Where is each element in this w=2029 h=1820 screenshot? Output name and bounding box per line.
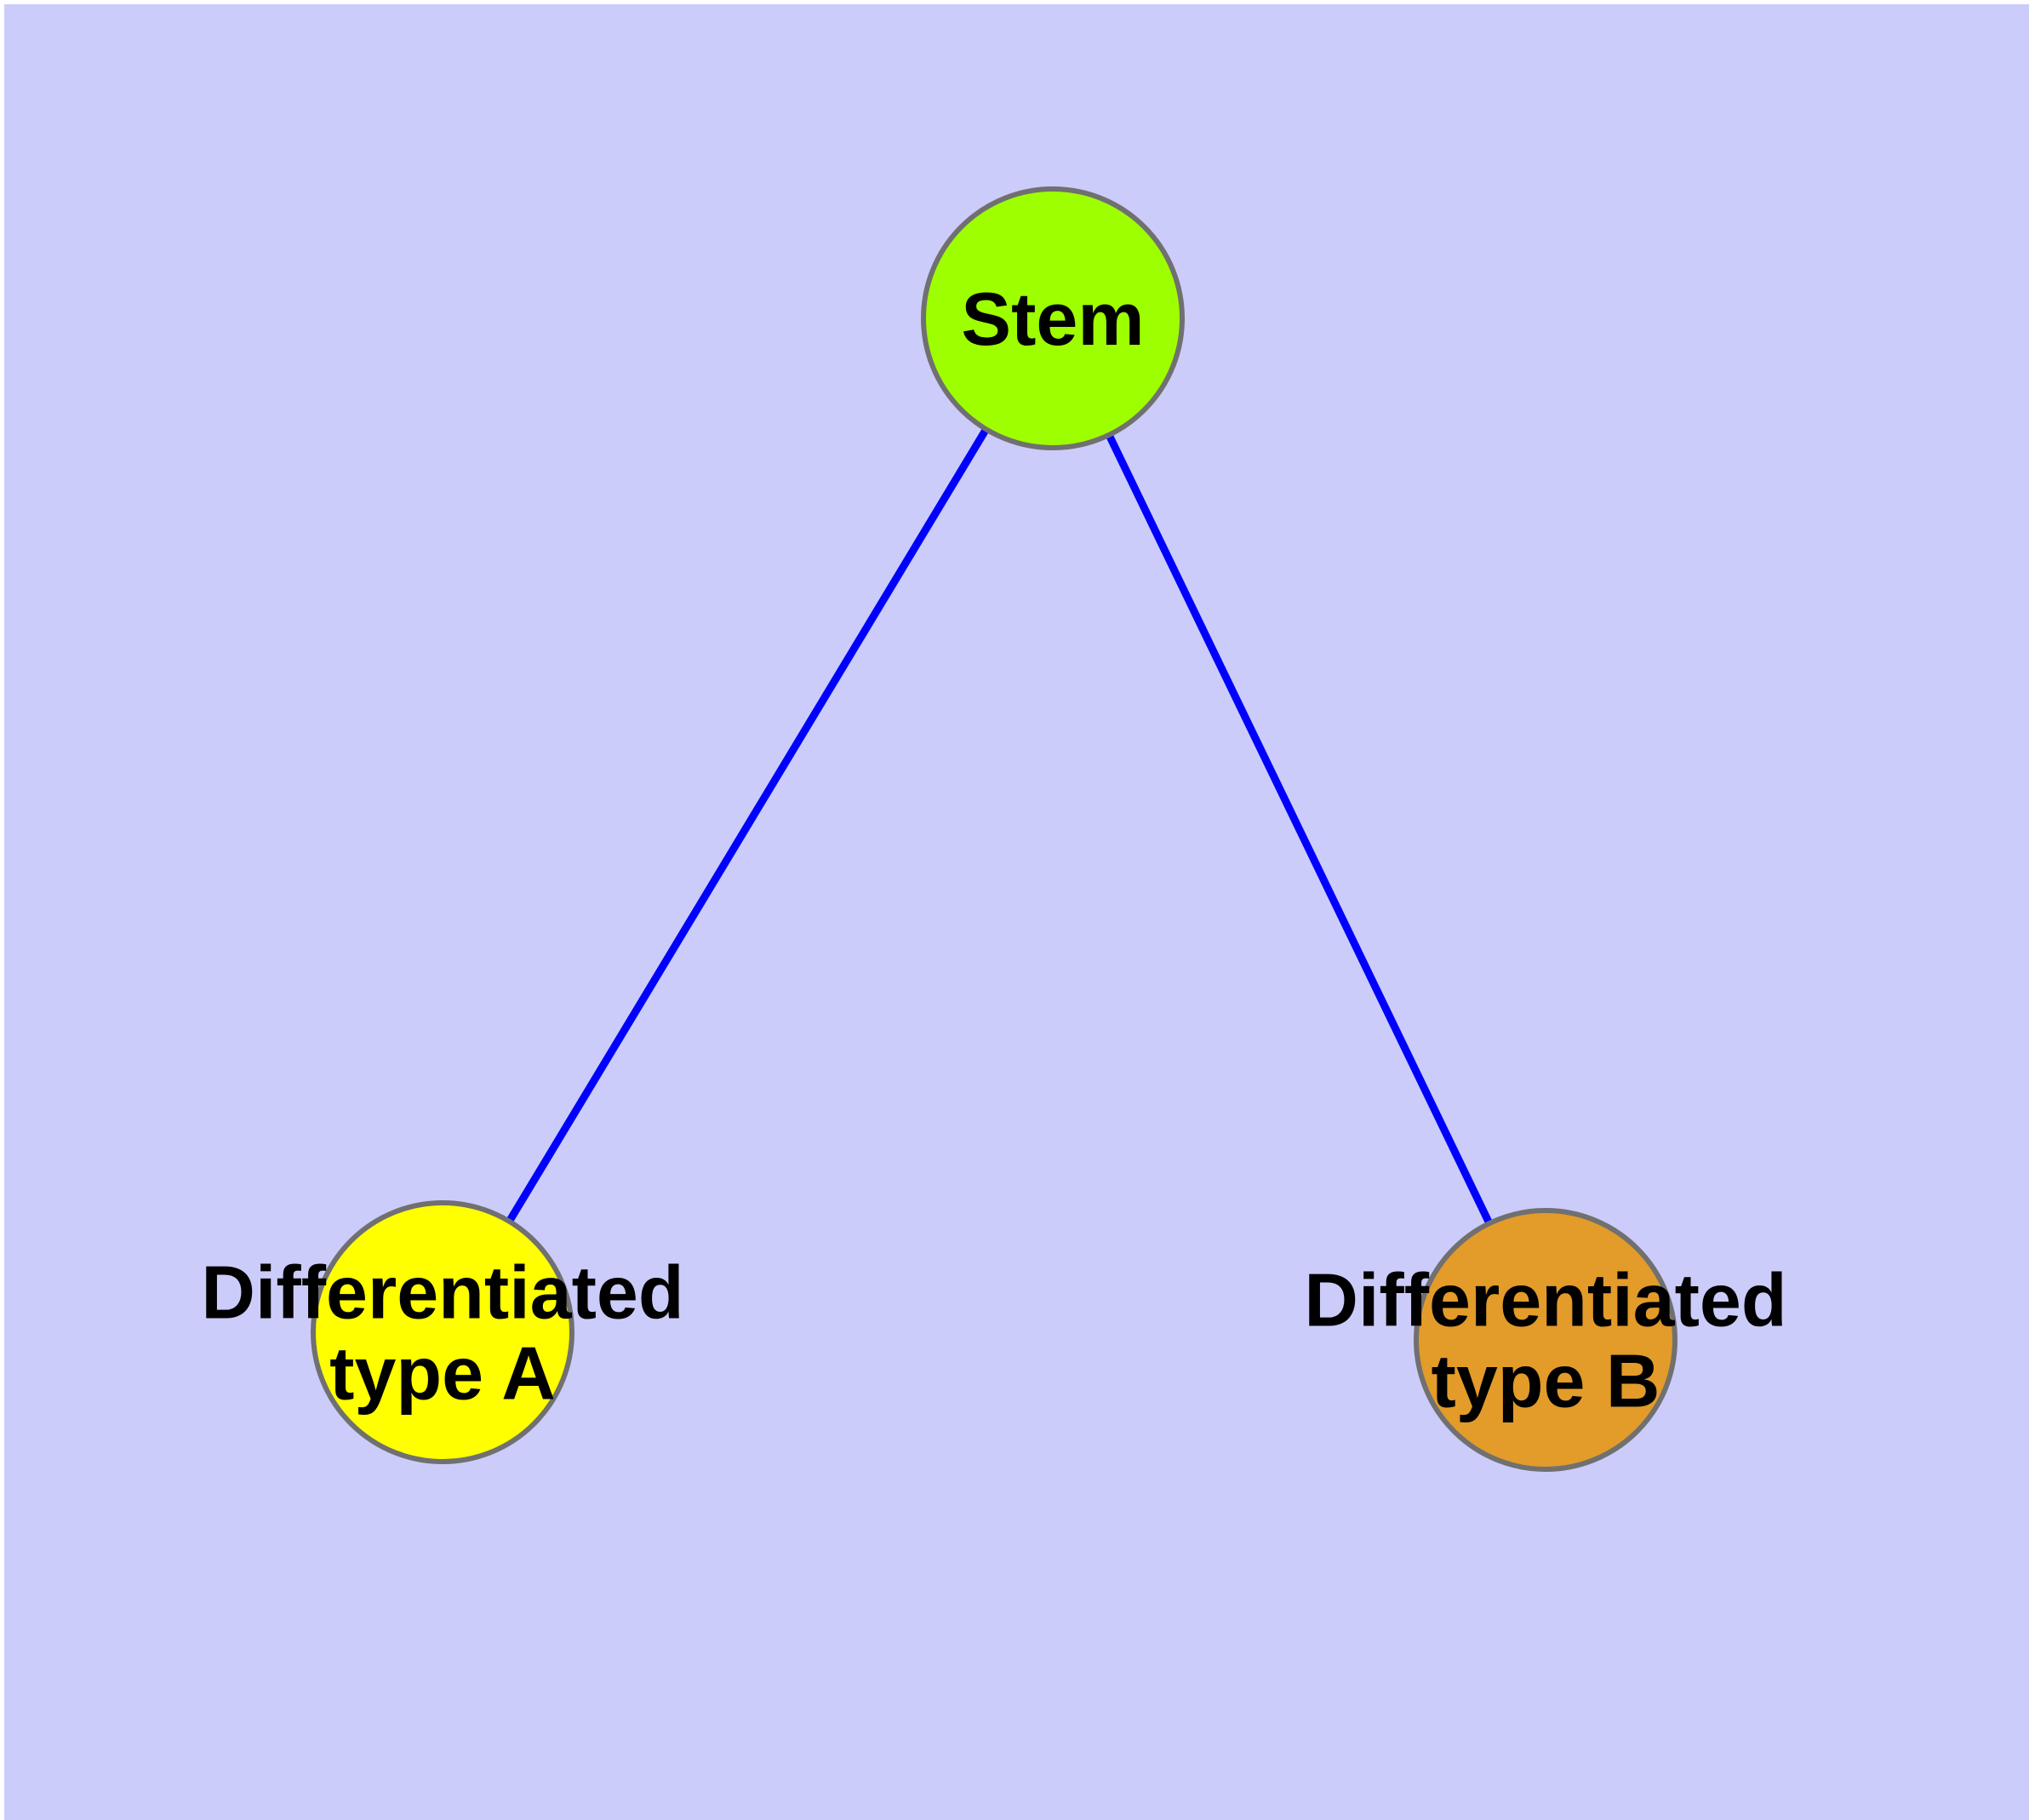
node-label-differentiated-type-b-line2: type B <box>1432 1338 1660 1422</box>
label-layer: Stem Differentiated type A Differentiate… <box>201 277 1786 1423</box>
node-stem[interactable] <box>921 186 1185 450</box>
node-layer <box>311 186 1677 1472</box>
node-label-differentiated-type-a-line2: type A <box>329 1331 556 1415</box>
node-label-differentiated-type-b-line1: Differentiated <box>1304 1257 1786 1342</box>
node-label-differentiated-type-a-line1: Differentiated <box>201 1250 683 1334</box>
edge-stem-to-differentiated-type-a[interactable] <box>505 426 991 1225</box>
node-label-stem: Stem <box>961 277 1144 361</box>
edge-layer <box>505 426 1494 1227</box>
edge-stem-to-differentiated-type-b[interactable] <box>1105 432 1494 1227</box>
node-differentiated-type-a[interactable] <box>311 1200 574 1464</box>
node-differentiated-type-b[interactable] <box>1414 1208 1677 1472</box>
